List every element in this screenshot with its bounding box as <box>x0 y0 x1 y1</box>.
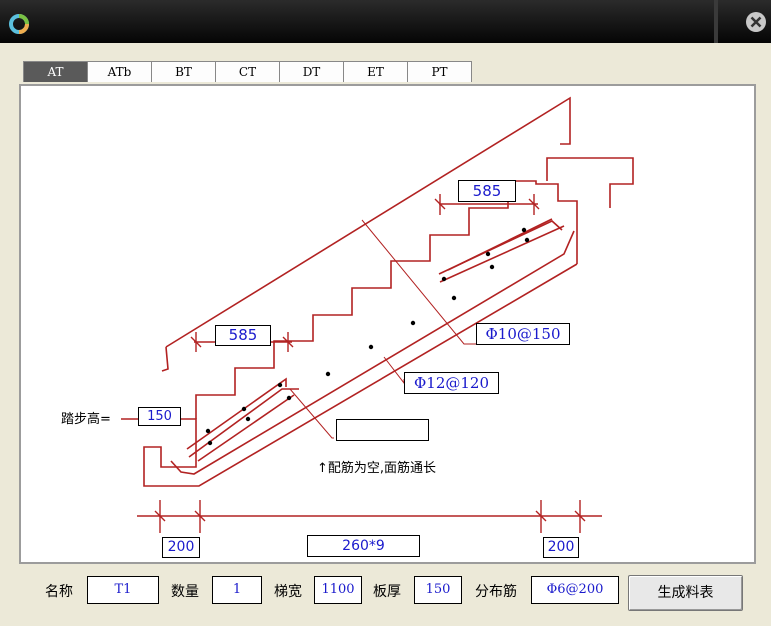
name-field[interactable]: T1 <box>87 576 159 604</box>
dim-right-box[interactable]: 200 <box>543 537 579 558</box>
tab-et[interactable]: ET <box>343 61 408 82</box>
title-bar <box>0 0 771 43</box>
dim-left-box[interactable]: 200 <box>162 537 200 558</box>
width-label: 梯宽 <box>274 584 302 600</box>
tab-dt[interactable]: DT <box>279 61 344 82</box>
generate-schedule-button[interactable]: 生成料表 <box>628 575 743 611</box>
title-bar-divider <box>714 0 718 43</box>
quantity-field[interactable]: 1 <box>212 576 262 604</box>
step-height-box[interactable]: 150 <box>138 407 181 426</box>
tab-ct[interactable]: CT <box>215 61 280 82</box>
distribution-rebar-field[interactable]: Φ6@200 <box>531 576 619 604</box>
app-logo-icon <box>9 14 29 34</box>
width-field[interactable]: 1100 <box>314 576 362 604</box>
dimension-lines <box>137 194 602 533</box>
dim-mid-box[interactable]: 585 <box>215 325 271 346</box>
close-icon[interactable] <box>744 10 768 34</box>
rebar-top-box[interactable]: Φ10@150 <box>476 323 570 345</box>
stair-outline <box>121 96 634 487</box>
stair-type-tabs: AT ATb BT CT DT ET PT <box>23 61 472 83</box>
note-text: ↑配筋为空,面筋通长 <box>317 461 437 476</box>
empty-rebar-box[interactable] <box>336 419 429 441</box>
drawing-panel: 585 585 Φ10@150 Φ12@120 踏步高= 150 ↑配筋为空,面… <box>19 84 756 564</box>
stair-drawing <box>121 96 634 533</box>
rebar-dots <box>205 227 530 446</box>
dim-top-box[interactable]: 585 <box>458 180 516 202</box>
tab-at[interactable]: AT <box>23 61 88 82</box>
tab-atb[interactable]: ATb <box>87 61 152 82</box>
name-label: 名称 <box>45 584 73 600</box>
thickness-label: 板厚 <box>373 584 401 600</box>
dim-center-box[interactable]: 260*9 <box>307 535 420 557</box>
tab-pt[interactable]: PT <box>407 61 472 82</box>
thickness-field[interactable]: 150 <box>414 576 462 604</box>
drawing-canvas: 585 585 Φ10@150 Φ12@120 踏步高= 150 ↑配筋为空,面… <box>24 89 752 559</box>
step-height-label: 踏步高= <box>61 412 111 427</box>
rebar-mid-box[interactable]: Φ12@120 <box>404 372 499 394</box>
quantity-label: 数量 <box>171 584 199 600</box>
tab-bt[interactable]: BT <box>151 61 216 82</box>
distribution-rebar-label: 分布筋 <box>475 584 517 600</box>
